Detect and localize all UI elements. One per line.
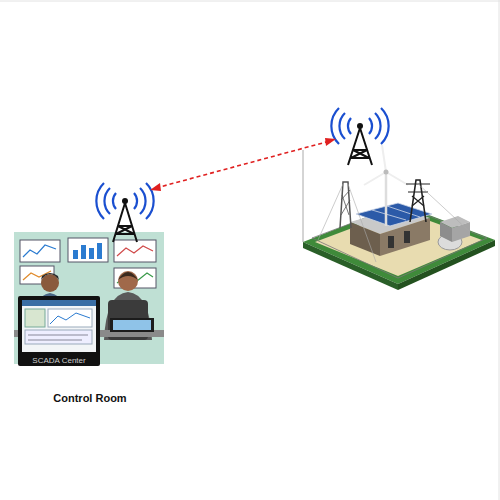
control-room: Control Room SCADA Center: [10, 228, 170, 404]
remote-site: [303, 145, 495, 290]
frame-line: [0, 1, 500, 2]
monitor-screen: [22, 300, 96, 352]
radio-link-arrow: [150, 138, 336, 191]
screen-content: [22, 300, 96, 352]
scada-monitor: SCADA Center: [18, 296, 100, 366]
room-heading: Control Room: [10, 392, 170, 404]
antenna-tower: [96, 183, 153, 242]
frame-line: [499, 0, 500, 500]
antenna-tower: [331, 108, 388, 165]
monitor-label: SCADA Center: [18, 356, 100, 365]
